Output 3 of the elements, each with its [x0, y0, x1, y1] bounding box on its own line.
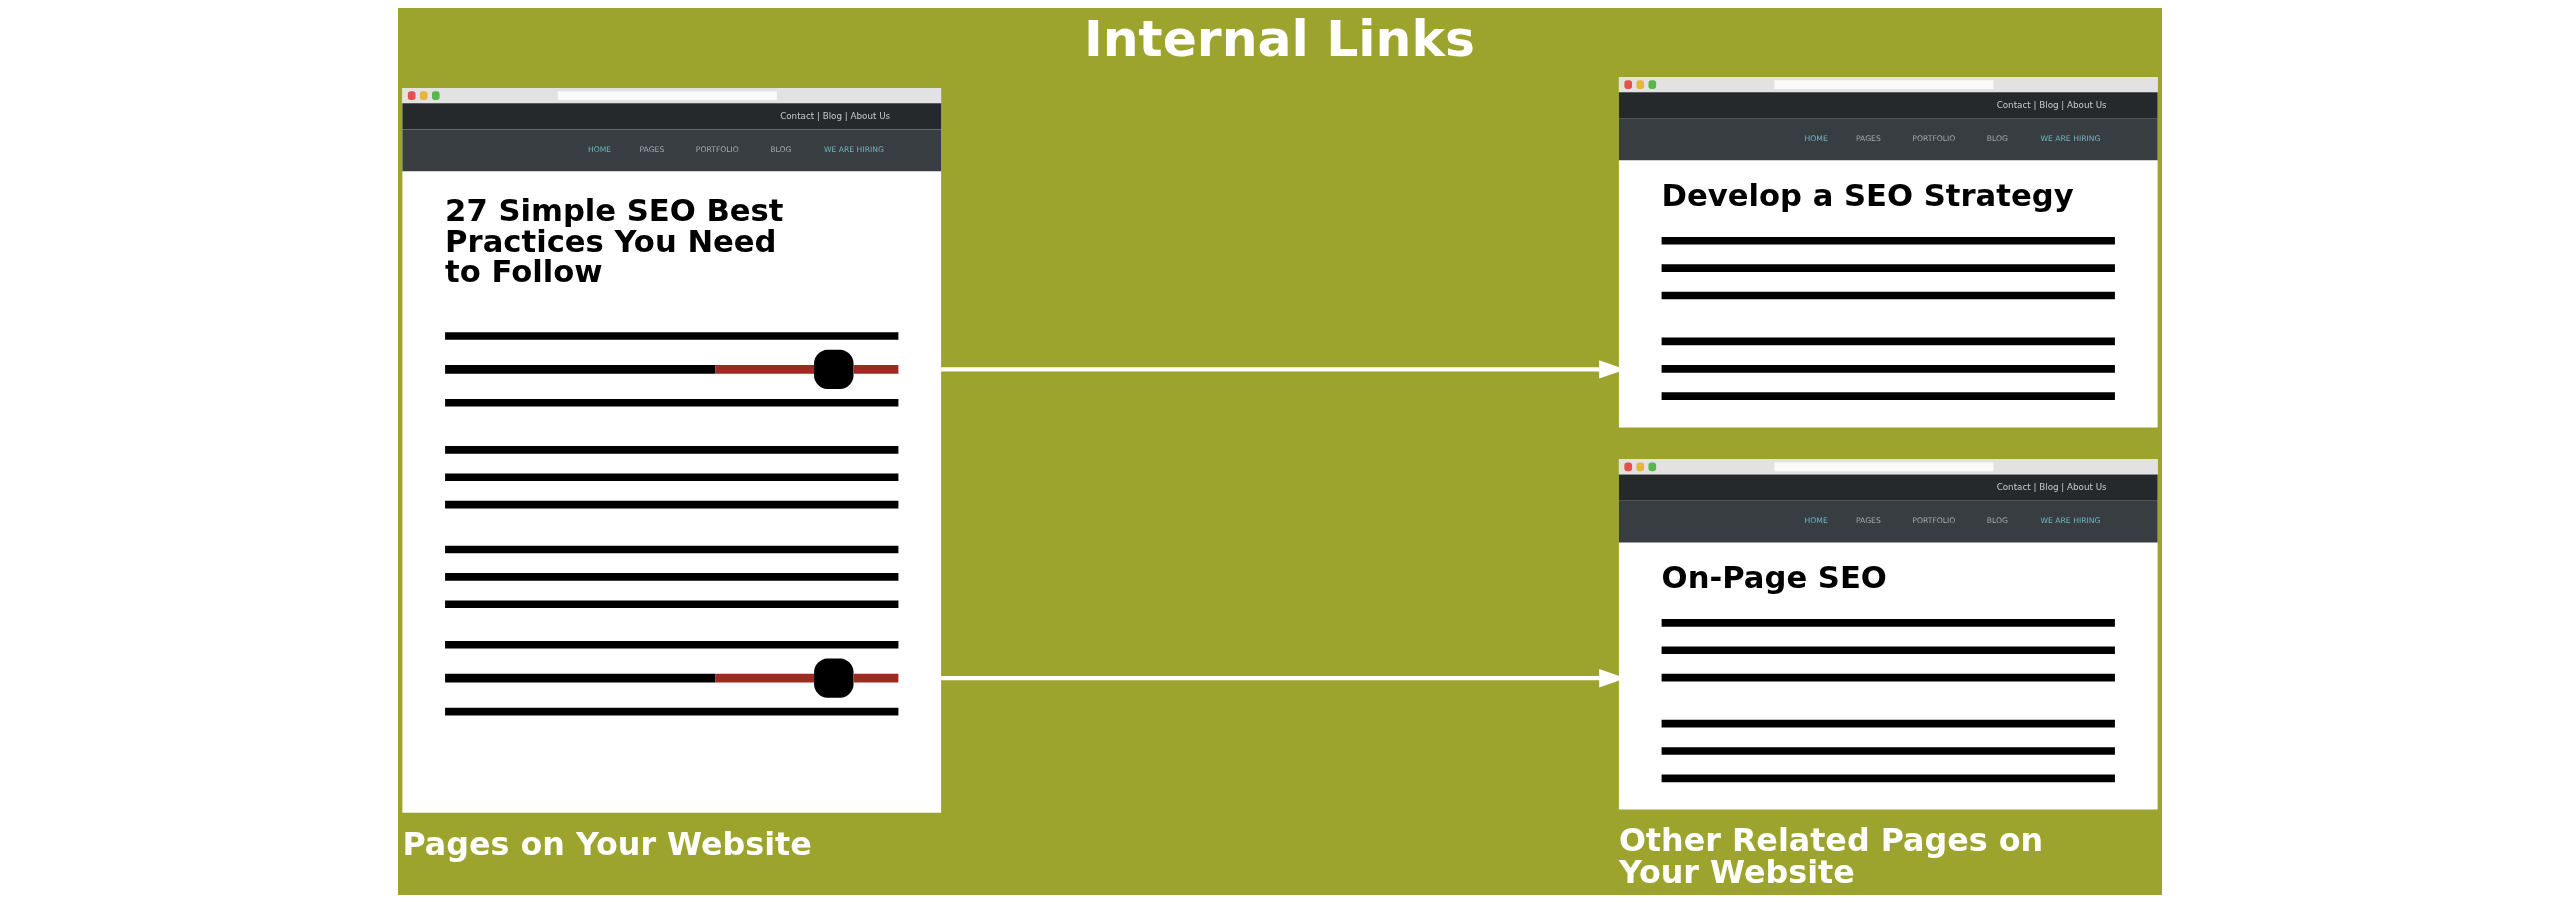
- node-label: Pages on Your Website: [402, 825, 812, 862]
- diagram-title: Internal Links: [1084, 9, 1475, 68]
- node-label: Other Related Pages on Your Website: [1618, 822, 2044, 891]
